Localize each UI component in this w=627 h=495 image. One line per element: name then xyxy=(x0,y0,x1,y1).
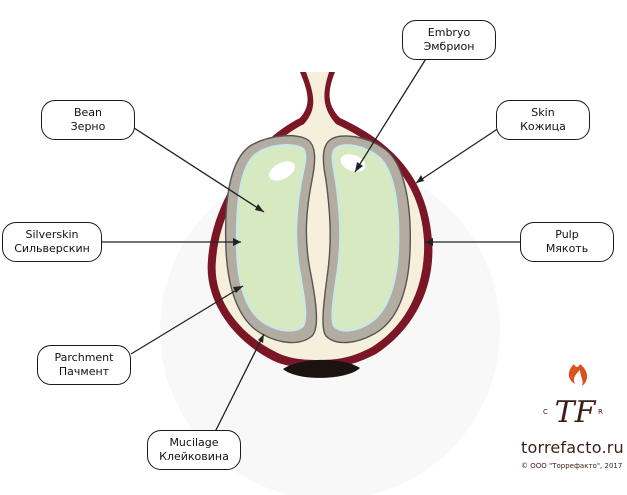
torrefacto-logo: TF xyxy=(555,364,597,430)
parchment-arrowhead xyxy=(233,286,243,293)
label-silverskin-en: Silverskin xyxy=(25,228,79,241)
label-skin: Skin Кожица xyxy=(496,100,590,140)
label-pulp-ru: Мякоть xyxy=(545,242,589,255)
label-pulp: Pulp Мякоть xyxy=(520,222,614,262)
mucilage-arrowhead xyxy=(258,334,264,343)
label-mucilage: Mucilage Клейковина xyxy=(147,430,241,470)
connector-lines xyxy=(101,45,522,441)
pulp-arrowhead xyxy=(425,238,433,246)
label-parchment-ru: Пачмент xyxy=(58,365,110,378)
logo-letter-c: C xyxy=(543,408,548,416)
label-silverskin: Silverskin Сильверскин xyxy=(2,222,102,262)
label-embryo: Embryo Эмбрион xyxy=(402,20,496,60)
label-bean-en: Bean xyxy=(73,106,103,119)
label-bean-ru: Зерно xyxy=(70,120,106,133)
mucilage-connector xyxy=(210,333,265,441)
label-pulp-en: Pulp xyxy=(555,228,579,241)
label-embryo-ru: Эмбрион xyxy=(423,40,475,53)
label-bean: Bean Зерно xyxy=(41,100,135,140)
skin-connector xyxy=(415,127,500,184)
embryo-connector xyxy=(354,45,435,173)
label-silverskin-ru: Сильверскин xyxy=(14,242,90,255)
label-skin-en: Skin xyxy=(531,106,555,119)
silverskin-arrowhead xyxy=(233,238,241,246)
label-parchment-en: Parchment xyxy=(54,351,114,364)
brand-copyright: © ООО "Торрефакто", 2017 xyxy=(521,462,623,470)
left-embryo-highlight xyxy=(269,161,295,181)
label-skin-ru: Кожица xyxy=(520,120,566,133)
right-bean xyxy=(331,144,400,332)
brand-url: torrefacto.ru xyxy=(521,438,624,457)
flame-icon xyxy=(568,364,588,386)
label-mucilage-ru: Клейковина xyxy=(159,450,229,463)
left-bean xyxy=(235,144,307,332)
parchment-connector xyxy=(130,285,244,355)
cherry-base xyxy=(283,359,360,378)
embryo-arrowhead xyxy=(355,162,363,172)
logo-monogram: TF xyxy=(555,395,597,430)
label-mucilage-en: Mucilage xyxy=(169,436,219,449)
bean-arrowhead xyxy=(255,204,264,212)
logo-letter-r: R xyxy=(598,408,603,416)
label-parchment: Parchment Пачмент xyxy=(37,345,131,385)
bean-connector xyxy=(130,125,265,213)
connector-arrowheads xyxy=(233,162,433,343)
label-embryo-en: Embryo xyxy=(427,26,471,39)
skin-arrowhead xyxy=(416,175,424,183)
